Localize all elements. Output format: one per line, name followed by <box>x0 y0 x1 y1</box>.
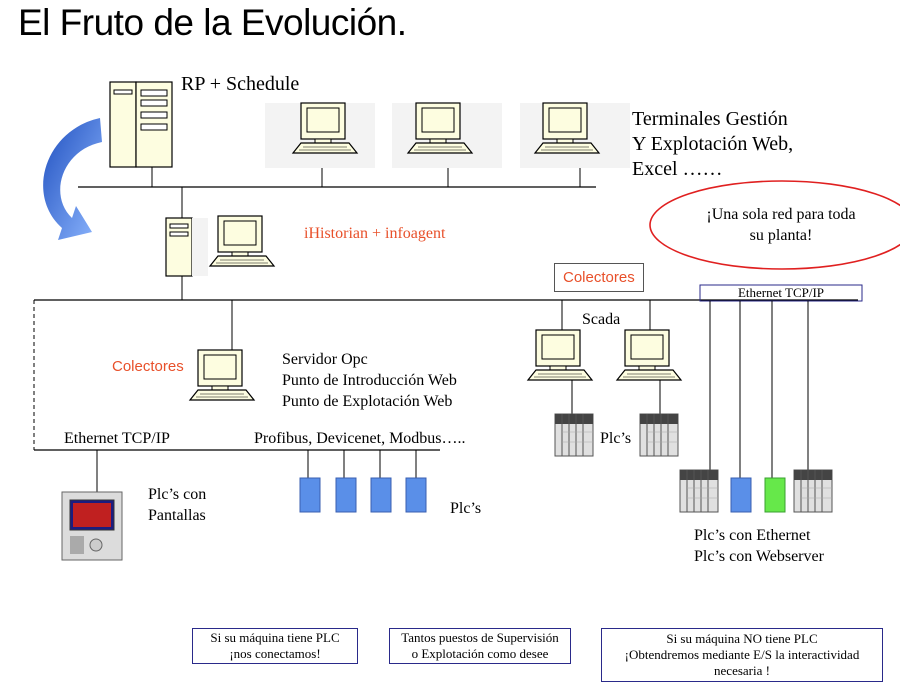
ethernet-plc-icon <box>793 469 833 513</box>
ethernet-plc-icon <box>679 469 719 513</box>
fieldbus-plc-icon <box>370 477 392 513</box>
note-line: ¡Obtendremos mediante E/S la interactivi… <box>624 647 860 662</box>
plcs-scada-label: Plc’s <box>600 430 632 447</box>
rp-server-icon <box>109 81 173 168</box>
ihistorian-label: iHistorian + infoagent <box>304 225 446 242</box>
note-line: o Explotación como desee <box>411 646 549 661</box>
profibus-label: Profibus, Devicenet, Modbus….. <box>254 430 466 447</box>
note-line: ¡nos conectamos! <box>229 646 321 661</box>
ethernet-plc-icon <box>764 477 786 513</box>
plcs-ethernet-line: Plc’s con Webserver <box>694 548 824 565</box>
ethernet-right-label: Ethernet TCP/IP <box>737 285 825 300</box>
note-line: Si su máquina tiene PLC <box>210 630 340 645</box>
opc-server-pc-icon <box>189 349 255 401</box>
servidor-line: Punto de Introducción Web <box>282 372 457 389</box>
terminal-pc-icon <box>520 102 630 168</box>
fieldbus-plc-icon <box>405 477 427 513</box>
ethernet-left-label: Ethernet TCP/IP <box>64 430 170 447</box>
terminales-line: Terminales Gestión <box>632 108 788 130</box>
terminales-line: Y Explotación Web, <box>632 133 794 155</box>
plcs-ethernet-label: Plc’s con Ethernet Plc’s con Webserver <box>694 525 824 567</box>
plcs-ethernet-line: Plc’s con Ethernet <box>694 527 811 544</box>
page-title: El Fruto de la Evolución. <box>18 2 407 43</box>
servidor-line: Servidor Opc <box>282 351 368 368</box>
scada-plc-icon <box>554 413 594 457</box>
terminales-line: Excel …… <box>632 158 723 180</box>
terminal-pc-icon <box>265 102 375 168</box>
plcs-pantallas-label: Plc’s con Pantallas <box>148 484 206 526</box>
plcs-fieldbus-label: Plc’s <box>450 500 482 517</box>
servidor-line: Punto de Explotación Web <box>282 393 453 410</box>
scada-plc-icon <box>639 413 679 457</box>
note-line: Si su máquina NO tiene PLC <box>666 631 818 646</box>
servidor-opc-label: Servidor Opc Punto de Introducción Web P… <box>282 349 457 412</box>
note-plc-no: Si su máquina NO tiene PLC ¡Obtendremos … <box>601 628 883 682</box>
terminal-pc-icon <box>392 102 502 168</box>
scada-label: Scada <box>582 311 621 328</box>
note-puestos: Tantos puestos de Supervisión o Explotac… <box>389 628 571 664</box>
scada-pc-icon <box>616 329 682 381</box>
colectores-left-label: Colectores <box>112 358 184 375</box>
historian-server-icon <box>165 217 208 277</box>
callout-ellipse <box>649 180 900 270</box>
note-line: necesaria ! <box>714 663 770 678</box>
hmi-panel-icon <box>61 491 123 561</box>
ethernet-plc-icon <box>730 477 752 513</box>
callout-text: ¡Una sola red para toda su planta! <box>690 204 872 246</box>
plcs-pantallas-line: Plc’s con <box>148 486 207 503</box>
fieldbus-plc-icon <box>299 477 321 513</box>
note-line: Tantos puestos de Supervisión <box>401 630 559 645</box>
terminales-label: Terminales Gestión Y Explotación Web, Ex… <box>632 107 793 182</box>
historian-pc-icon <box>209 215 275 267</box>
fieldbus-plc-icon <box>335 477 357 513</box>
scada-pc-icon <box>527 329 593 381</box>
callout-line: ¡Una sola red para toda <box>706 206 856 223</box>
note-plc-yes: Si su máquina tiene PLC ¡nos conectamos! <box>192 628 358 664</box>
curved-arrow-icon <box>43 118 102 240</box>
plcs-pantallas-line: Pantallas <box>148 507 206 524</box>
callout-line: su planta! <box>749 227 813 244</box>
rp-schedule-label: RP + Schedule <box>181 73 300 95</box>
colectores-top-label: Colectores <box>554 263 644 292</box>
